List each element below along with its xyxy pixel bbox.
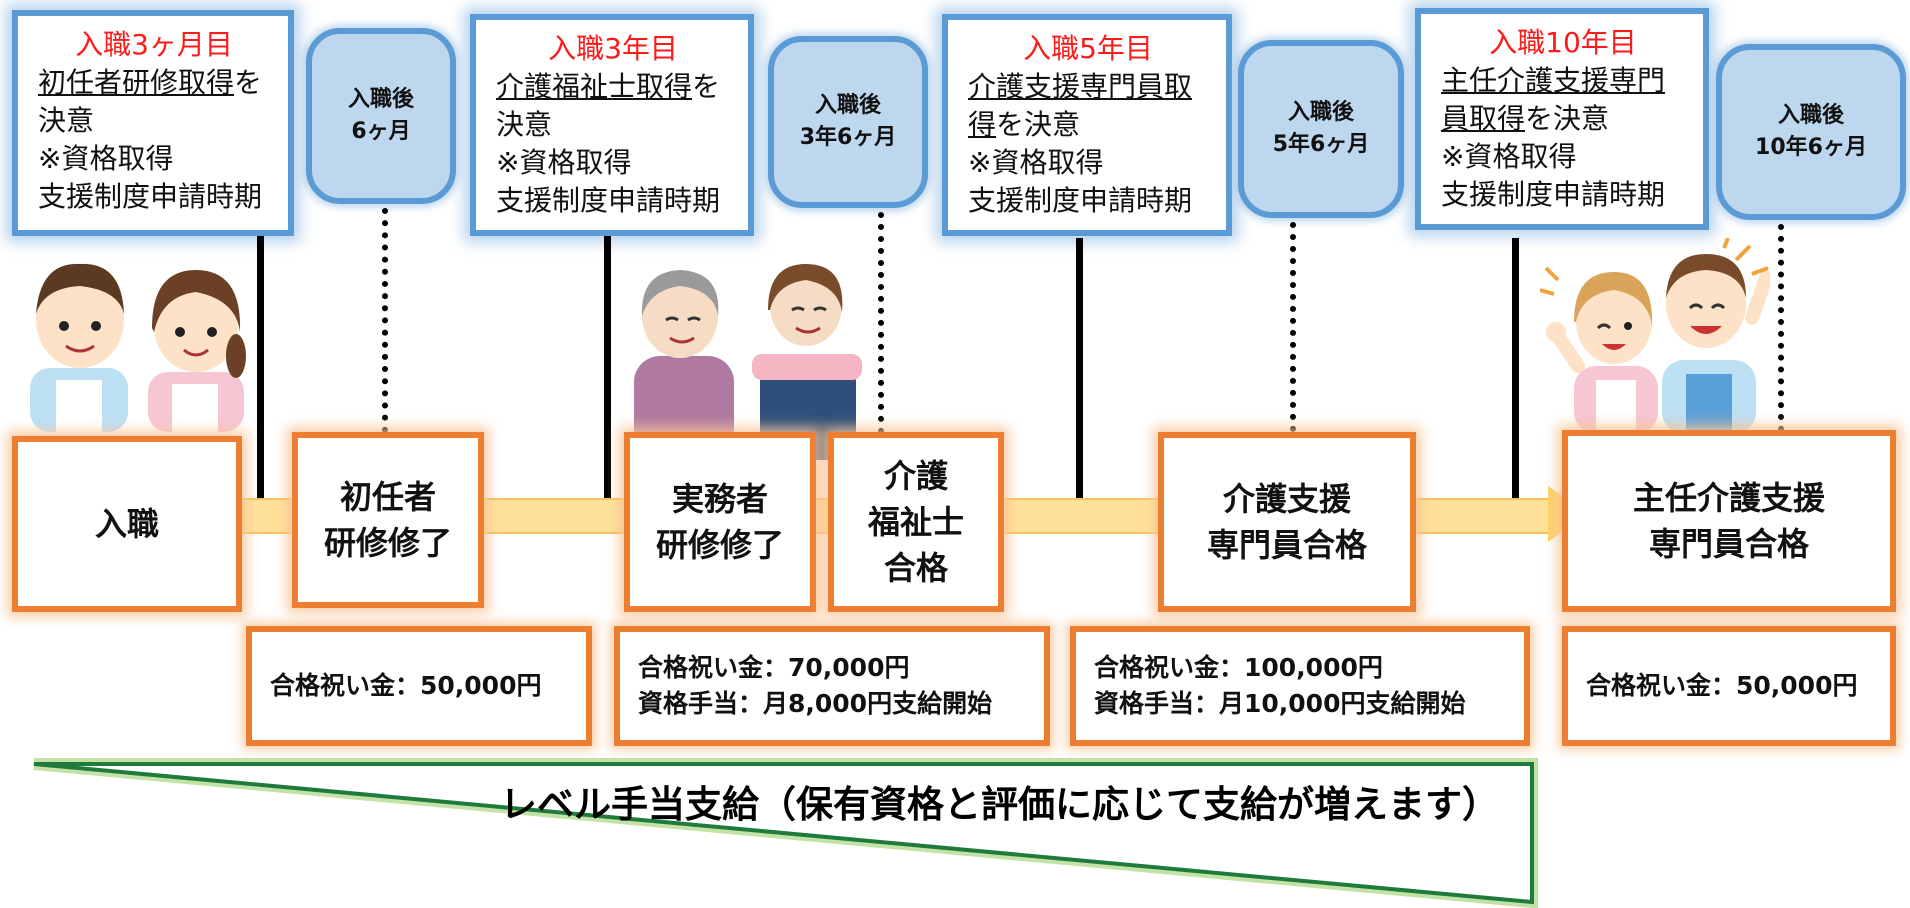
milestone-goal: 介護福祉士取得 — [496, 70, 693, 103]
milestone-goal-suffix: を — [234, 66, 263, 99]
milestone-box-3years: 入職3年目 介護福祉士取得を 決意 ※資格取得 支援制度申請時期 — [470, 14, 754, 236]
step-initial-training: 初任者 研修修了 — [292, 432, 484, 608]
connector-line — [257, 236, 264, 500]
connector-line — [604, 236, 611, 500]
milestone-note: 支援制度申請時期 — [38, 180, 263, 213]
milestone-note: ※資格取得 — [38, 142, 174, 175]
milestone-period: 入職5年目 — [1023, 32, 1153, 65]
allowance-text: 資格手当：月10,000円支給開始 — [1094, 689, 1466, 718]
connector-line-dotted — [1778, 224, 1784, 432]
step-care-manager: 介護支援 専門員合格 — [1158, 432, 1416, 612]
bubble-label: 入職後 — [814, 93, 881, 118]
step-label: 研修修了 — [655, 526, 784, 564]
connector-line-dotted — [382, 208, 388, 433]
bonus-box-3: 合格祝い金：100,000円 資格手当：月10,000円支給開始 — [1070, 626, 1530, 746]
step-label: 専門員合格 — [1206, 526, 1367, 564]
milestone-line: 決意 — [38, 104, 95, 137]
step-label: 研修修了 — [323, 524, 452, 562]
milestone-line: 決意 — [496, 108, 553, 141]
step-joining: 入職 — [12, 436, 242, 612]
bubble-3y6m: 入職後 3年6ヶ月 — [768, 36, 928, 208]
step-label: 実務者 — [671, 480, 768, 518]
milestone-period: 入職3ヶ月目 — [75, 28, 233, 61]
celebrating-staff-illustration — [1540, 238, 1770, 434]
milestone-note: 支援制度申請時期 — [1441, 178, 1666, 211]
bubble-value: 10年6ヶ月 — [1755, 135, 1867, 160]
step-care-worker: 介護 福祉士 合格 — [828, 432, 1004, 612]
new-staff-illustration — [30, 263, 246, 432]
connector-line — [1512, 238, 1519, 500]
bubble-5y6m: 入職後 5年6ヶ月 — [1238, 40, 1404, 218]
bubble-value: 5年6ヶ月 — [1272, 132, 1370, 157]
step-label: 入職 — [94, 505, 159, 543]
milestone-goal: 員取得 — [1441, 102, 1526, 135]
bonus-box-4: 合格祝い金：50,000円 — [1562, 626, 1896, 746]
step-label: 介護支援 — [1222, 480, 1351, 518]
milestone-note: 支援制度申請時期 — [968, 184, 1193, 217]
connector-line-dotted — [878, 212, 884, 434]
bubble-label: 入職後 — [347, 87, 414, 112]
bubble-value: 3年6ヶ月 — [799, 125, 897, 150]
milestone-goal: 得 — [968, 108, 997, 141]
milestone-note: ※資格取得 — [496, 146, 632, 179]
step-label: 初任者 — [339, 478, 436, 516]
milestone-period: 入職10年目 — [1489, 26, 1637, 59]
milestone-goal-suffix: を決意 — [1525, 102, 1610, 135]
milestone-note: 支援制度申請時期 — [496, 184, 721, 217]
bubble-value: 6ヶ月 — [351, 119, 411, 144]
level-allowance-text: レベル手当支給（保有資格と評価に応じて支給が増えます） — [500, 783, 1499, 826]
milestone-goal: 介護支援専門員取 — [968, 70, 1193, 103]
bonus-box-1: 合格祝い金：50,000円 — [246, 626, 592, 746]
milestone-goal: 主任介護支援専門 — [1441, 64, 1666, 97]
step-label: 合格 — [883, 549, 948, 587]
step-label: 福祉士 — [867, 503, 964, 541]
bonus-box-2: 合格祝い金：70,000円 資格手当：月8,000円支給開始 — [614, 626, 1050, 746]
caregiver-illustration — [634, 264, 862, 460]
bubble-label: 入職後 — [1287, 100, 1354, 125]
step-chief-care-manager: 主任介護支援 専門員合格 — [1562, 430, 1896, 612]
milestone-goal-suffix: を — [692, 70, 721, 103]
bubble-label: 入職後 — [1777, 103, 1844, 128]
step-practitioner-training: 実務者 研修修了 — [624, 432, 816, 612]
milestone-note: ※資格取得 — [968, 146, 1104, 179]
connector-line-dotted — [1290, 222, 1296, 432]
bonus-text: 合格祝い金：50,000円 — [1586, 671, 1858, 700]
milestone-box-3months: 入職3ヶ月目 初任者研修取得を 決意 ※資格取得 支援制度申請時期 — [12, 10, 294, 236]
step-label: 介護 — [883, 457, 948, 495]
level-allowance-wedge — [33, 758, 1538, 908]
step-label: 専門員合格 — [1648, 525, 1809, 563]
milestone-box-10years: 入職10年目 主任介護支援専門 員取得を決意 ※資格取得 支援制度申請時期 — [1415, 8, 1709, 230]
bonus-text: 合格祝い金：100,000円 — [1094, 653, 1383, 682]
bubble-10y6m: 入職後 10年6ヶ月 — [1716, 44, 1906, 220]
milestone-note: ※資格取得 — [1441, 140, 1577, 173]
milestone-box-5years: 入職5年目 介護支援専門員取 得を決意 ※資格取得 支援制度申請時期 — [942, 14, 1232, 236]
milestone-goal-suffix: を決意 — [996, 108, 1081, 141]
milestone-goal: 初任者研修取得 — [38, 66, 235, 99]
bonus-text: 合格祝い金：70,000円 — [638, 653, 910, 682]
milestone-period: 入職3年目 — [548, 32, 678, 65]
step-label: 主任介護支援 — [1632, 479, 1825, 517]
bonus-text: 合格祝い金：50,000円 — [270, 671, 542, 700]
connector-line — [1076, 238, 1083, 500]
allowance-text: 資格手当：月8,000円支給開始 — [638, 689, 993, 718]
bubble-6months: 入職後 6ヶ月 — [306, 28, 456, 204]
